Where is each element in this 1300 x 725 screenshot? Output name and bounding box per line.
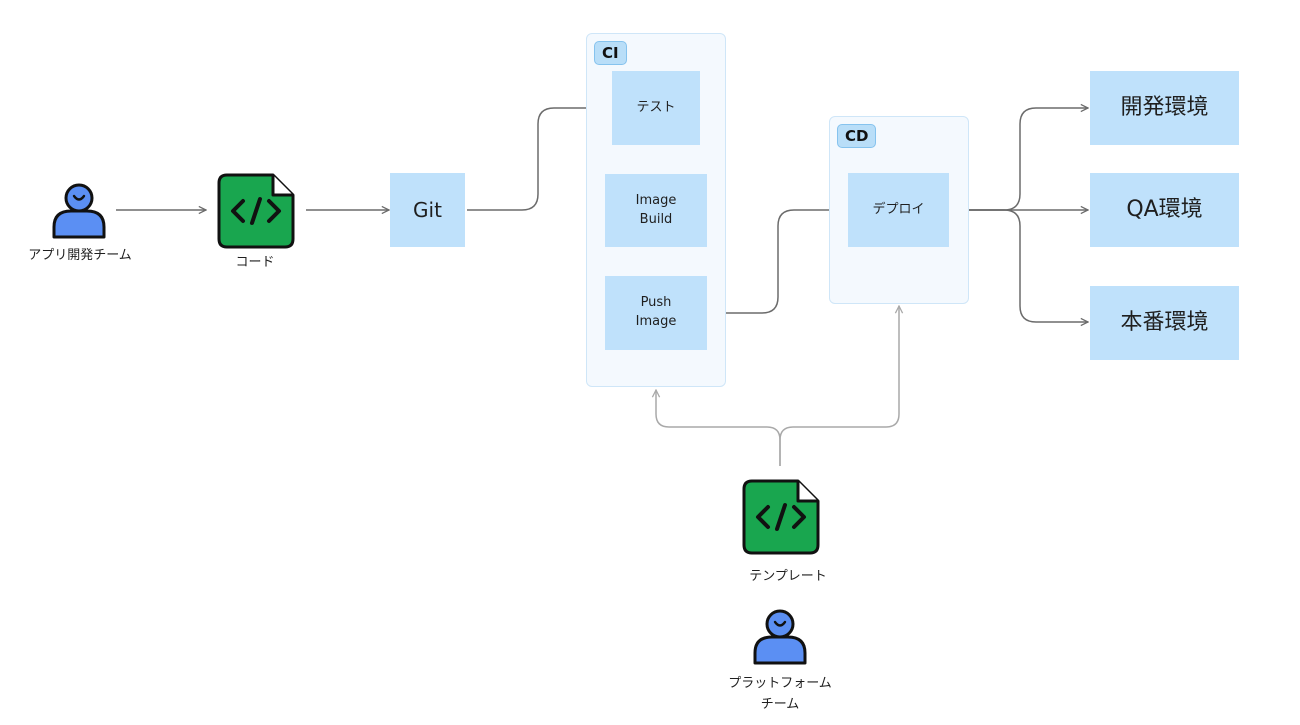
env-prod-node[interactable]: 本番環境 [1090,286,1239,360]
env-dev-node[interactable]: 開発環境 [1090,71,1239,145]
cd-deploy-node[interactable]: デプロイ [848,173,949,247]
ci-test-node[interactable]: テスト [612,71,700,145]
app-team-label: アプリ開発チーム [28,248,132,263]
env-qa-node[interactable]: QA環境 [1090,173,1239,247]
edge-template-to-ci [656,390,781,466]
code-label: コード [235,255,275,270]
edge-deploy-to-dev [950,108,1088,211]
edge-deploy-to-prod [950,209,1088,322]
code-file-icon [217,173,295,249]
cd-group-tag: CD [837,124,877,148]
ci-push-image-node[interactable]: Push Image [605,276,707,350]
ci-group-tag: CI [594,41,627,65]
platform-team-label: プラットフォーム チーム [728,676,832,712]
git-node[interactable]: Git [390,173,465,247]
template-code-file-icon [742,479,820,555]
app-team-person-icon [51,181,107,239]
template-label: テンプレート [749,569,827,584]
edge-template-to-cd [779,306,899,466]
platform-team-person-icon [752,607,808,665]
ci-image-build-node[interactable]: Image Build [605,174,707,247]
edge-push-to-deploy [708,210,846,314]
